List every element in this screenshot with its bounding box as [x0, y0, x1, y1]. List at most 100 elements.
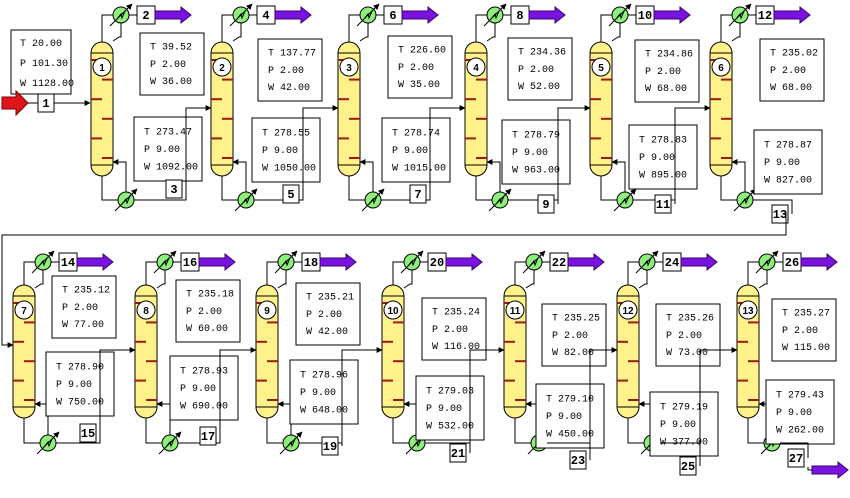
- stream-number: 6: [389, 9, 396, 23]
- bottoms-line: [600, 176, 617, 201]
- stream-property: T 235.27: [782, 309, 830, 320]
- stream-property: T 278.90: [56, 362, 104, 373]
- distillate-conditions-box: [507, 37, 573, 101]
- stream-property: W 68.00: [770, 83, 812, 94]
- distillate-product-arrow: [773, 5, 811, 25]
- condenser-exchanger: [522, 250, 546, 274]
- column-number: 10: [387, 306, 399, 317]
- bottoms-line: [475, 176, 492, 201]
- stream-property: P 2.00: [432, 325, 468, 336]
- stream-property: T 235.12: [62, 286, 110, 297]
- stream-property: T 279.43: [776, 390, 824, 401]
- stream-property: W 963.00: [512, 165, 560, 176]
- stream-property: P 9.00: [262, 146, 298, 157]
- exchanger-zigzag: [407, 257, 417, 267]
- distillation-column: 7: [12, 284, 36, 419]
- stream-number: 7: [414, 188, 421, 202]
- condenser-exchanger: [483, 3, 507, 27]
- column-number: 11: [510, 306, 521, 317]
- distillate-conditions-box: [771, 298, 837, 362]
- stream-number: 23: [571, 454, 585, 468]
- stream-number: 3: [170, 183, 177, 197]
- bottoms-stream: 17: [178, 347, 257, 446]
- stream-property: P 2.00: [770, 66, 806, 77]
- stream-number: 1: [42, 97, 49, 111]
- bottoms-stream: 21: [425, 347, 505, 463]
- distillation-column: 5: [589, 41, 613, 177]
- reboiler-exchanger: [733, 188, 757, 212]
- column-number: 13: [742, 306, 754, 317]
- overhead-vapor-line: [266, 261, 278, 285]
- boilup-line: [112, 159, 127, 192]
- feed-stream: T 20.00P 101.30W 1128.001: [1, 29, 91, 117]
- column-number: 6: [718, 63, 724, 74]
- stream-number: 19: [323, 440, 337, 454]
- distillate-conditions-box: [655, 303, 721, 367]
- reboiler-exchanger: [613, 188, 637, 212]
- stream-number: 13: [773, 208, 787, 222]
- reboiler-exchanger: [234, 188, 258, 212]
- reflux-line: [731, 23, 741, 42]
- stream-property: P 2.00: [666, 331, 702, 342]
- bottoms-line: [145, 418, 162, 444]
- feed-conditions-box: [10, 29, 72, 95]
- bottoms-conditions-box: [415, 375, 485, 441]
- bottoms-stream: 25: [660, 347, 738, 476]
- stream-property: P 2.00: [398, 63, 434, 74]
- bottoms-product-line: [56, 433, 101, 444]
- overhead-vapor-line: [720, 14, 732, 42]
- column-number: 5: [598, 63, 604, 74]
- bottoms-line: [23, 418, 40, 444]
- bottoms-stream: 15: [56, 347, 136, 444]
- distillate-conditions-box: [175, 279, 241, 343]
- condenser-exchanger: [31, 250, 55, 274]
- reflux-line: [611, 23, 621, 42]
- distillation-column: 11: [503, 284, 527, 419]
- bottoms-line: [514, 418, 531, 444]
- exchanger-zigzag: [735, 10, 745, 20]
- stream-property: T 278.55: [262, 128, 310, 139]
- column-number: 3: [346, 63, 352, 74]
- bottoms-product-line: [178, 436, 221, 444]
- column-unit-3: 36T 226.60P 2.00W 35.00T 278.74P 9.00W 1…: [337, 3, 453, 212]
- distillate-product-arrow: [445, 252, 483, 272]
- overhead-vapor-line: [221, 14, 233, 42]
- stream-property: P 9.00: [392, 146, 428, 157]
- overhead-vapor-line: [514, 261, 526, 285]
- stream-property: W 648.00: [300, 405, 348, 416]
- stream-property: T 273.47: [144, 127, 192, 138]
- exchanger-zigzag: [363, 10, 373, 20]
- stream-property: P 2.00: [552, 331, 588, 342]
- stream-property: P 9.00: [426, 404, 462, 415]
- stream-property: P 2.00: [782, 326, 818, 337]
- distillation-column: 3: [337, 41, 361, 177]
- feed-to-next-column-line: [99, 347, 136, 433]
- stream-number: 15: [81, 427, 95, 441]
- bottoms-conditions-box: [251, 117, 321, 183]
- bottoms-line: [747, 418, 764, 444]
- boilup-line: [359, 159, 374, 192]
- bottoms-conditions-box: [289, 359, 359, 425]
- distillate-product-arrow: [680, 252, 718, 272]
- bottoms-conditions-box: [765, 379, 835, 445]
- bottoms-conditions-box: [535, 383, 605, 449]
- bottoms-conditions-box: [45, 351, 115, 417]
- column-label-circle: [339, 57, 359, 77]
- stream-property: P 9.00: [512, 148, 548, 159]
- distillate-product-arrow: [274, 5, 312, 25]
- bottoms-stream: 5: [254, 105, 339, 204]
- feed-to-next-column-line: [589, 347, 618, 460]
- exchanger-zigzag: [762, 257, 772, 267]
- column-label-circle: [383, 300, 403, 320]
- stream-property: P 2.00: [186, 307, 222, 318]
- distillate-product-arrow: [76, 252, 114, 272]
- condenser-exchanger: [728, 3, 752, 27]
- stream-number-box: [569, 450, 587, 470]
- bottoms-product-line: [780, 442, 809, 458]
- column-unit-1: 12T 39.52P 2.00W 36.00T 273.47P 9.00W 10…: [90, 3, 205, 212]
- reflux-line: [34, 270, 44, 289]
